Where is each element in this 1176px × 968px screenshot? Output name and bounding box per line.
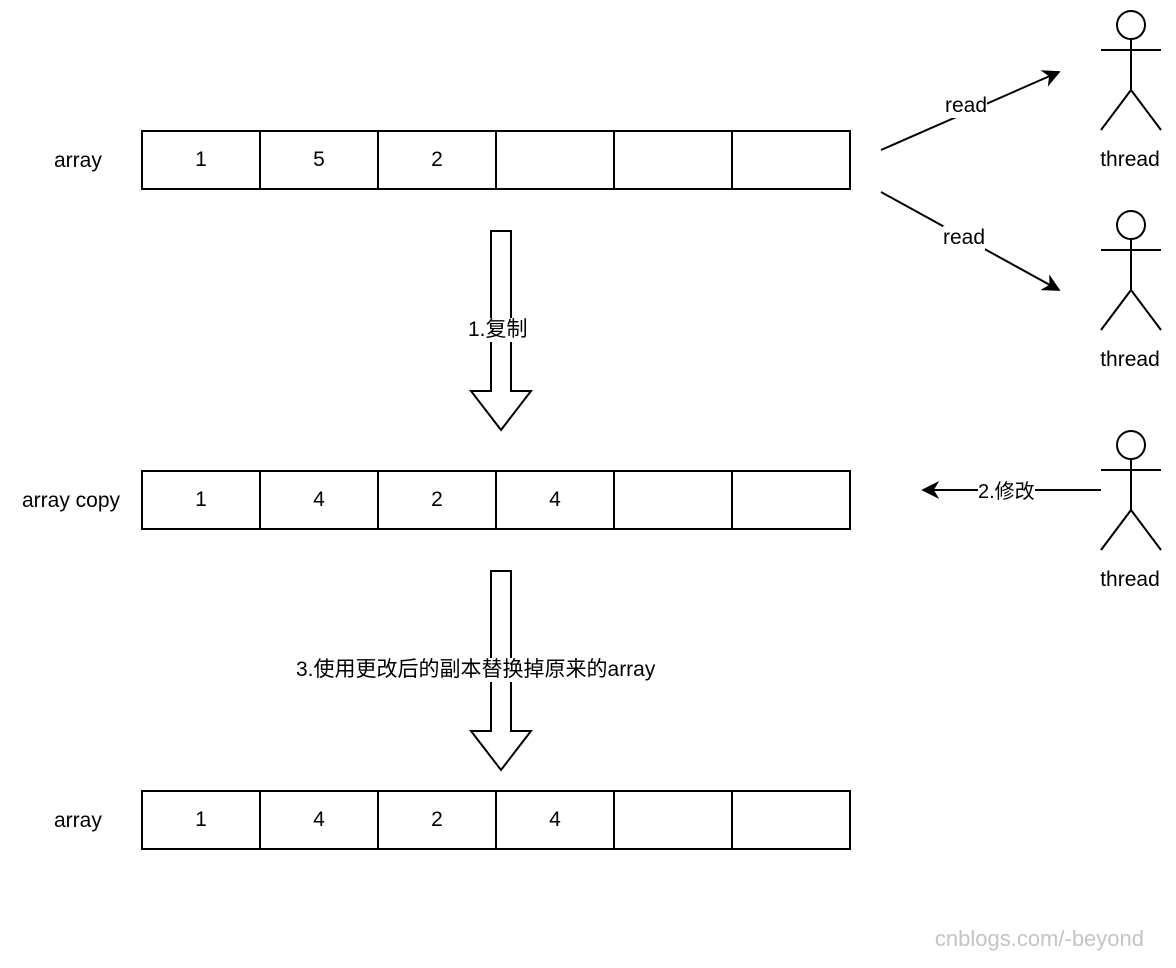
array-copy: 1 4 2 4 [141,470,861,530]
array-original: 1 5 2 [141,130,861,190]
array-cell: 4 [259,470,379,530]
array-cell: 5 [259,130,379,190]
thread-actor-icon [1100,210,1162,331]
array-cell: 1 [141,470,261,530]
thread-label: thread [1100,148,1160,171]
array-cell: 2 [377,130,497,190]
array-cell: 4 [259,790,379,850]
array-cell: 4 [495,470,615,530]
array-cell [731,790,851,850]
thread-label: thread [1100,568,1160,591]
array-cell: 1 [141,130,261,190]
array-cell [613,470,733,530]
copy-step-label: 1.复制 [468,318,528,342]
array-label: array [54,149,102,172]
read-label: read [945,94,988,118]
array-cell [495,130,615,190]
array-cell [613,790,733,850]
array-cell: 2 [377,470,497,530]
array-cell: 1 [141,790,261,850]
array-cell [731,470,851,530]
thread-actor-icon [1100,10,1162,131]
replace-step-label: 3.使用更改后的副本替换掉原来的array [296,658,656,682]
thread-actor-icon [1100,430,1162,551]
array-cell: 4 [495,790,615,850]
array-result: 1 4 2 4 [141,790,861,850]
thread-label: thread [1100,348,1160,371]
modify-step-label: 2.修改 [978,480,1035,504]
array-cell [613,130,733,190]
array-result-label: array [54,809,102,832]
array-copy-label: array copy [22,489,121,512]
array-cell [731,130,851,190]
watermark: cnblogs.com/-beyond [934,926,1144,951]
read-label: read [943,226,986,250]
array-cell: 2 [377,790,497,850]
